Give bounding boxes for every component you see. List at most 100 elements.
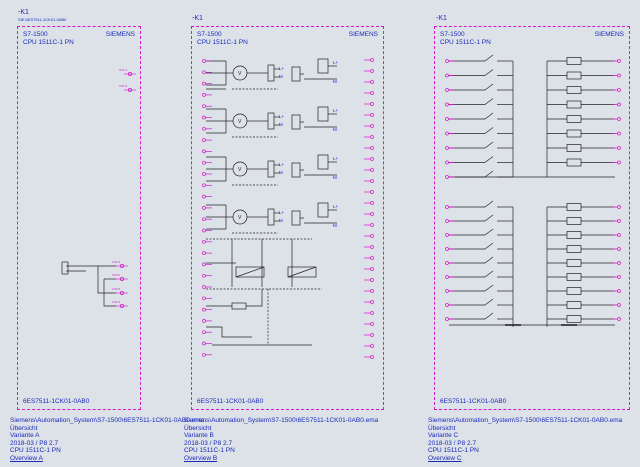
caption-date: 2018-03 / P8 2.7 bbox=[428, 439, 477, 447]
device-frame[interactable]: S7-1500 CPU 1511C-1 PN SIEMENS bbox=[191, 26, 384, 410]
terminal-point bbox=[370, 311, 374, 315]
terminal-point bbox=[617, 59, 621, 63]
svg-text:M: M bbox=[279, 122, 283, 127]
terminal-point bbox=[202, 104, 206, 109]
svg-text:M: M bbox=[279, 74, 283, 79]
terminal-point bbox=[202, 285, 206, 289]
terminal-point bbox=[617, 219, 621, 223]
caption-path: Siemens\Automation_System\S7-1500\6ES751… bbox=[10, 417, 205, 424]
svg-text:XX2:1: XX2:1 bbox=[112, 260, 121, 264]
terminal-point bbox=[202, 228, 206, 233]
caption-date: 2018-03 / P8 2.7 bbox=[184, 439, 233, 447]
terminal-point bbox=[202, 273, 206, 278]
output-resistor bbox=[566, 231, 582, 239]
terminal-point bbox=[202, 70, 206, 75]
manufacturer-label: SIEMENS bbox=[105, 31, 135, 38]
output-resistor bbox=[566, 245, 582, 253]
caption-date: 2018-03 / P8 2.7 bbox=[10, 439, 59, 447]
terminal-point bbox=[370, 113, 374, 117]
terminal-point bbox=[202, 93, 206, 97]
device-frame[interactable]: S7-1500 CPU 1511C-1 PN SIEMENS 6ES7511-1… bbox=[434, 26, 630, 410]
output-resistor bbox=[566, 115, 582, 123]
terminal-point bbox=[370, 190, 374, 194]
terminal-point bbox=[370, 80, 374, 84]
terminal-point bbox=[202, 59, 206, 63]
device-series-label: S7-1500 bbox=[440, 31, 465, 38]
wiring-schematic-c bbox=[445, 54, 621, 327]
svg-text:XX1:2: XX1:2 bbox=[119, 84, 128, 88]
terminal-point bbox=[202, 352, 206, 357]
caption-title: Übersicht bbox=[10, 424, 38, 432]
terminal-point bbox=[202, 330, 206, 335]
output-resistor bbox=[566, 315, 582, 323]
terminal-point bbox=[370, 333, 374, 337]
terminal-point bbox=[202, 217, 206, 222]
svg-text:L+: L+ bbox=[333, 156, 339, 161]
terminal-point bbox=[617, 247, 621, 251]
drawing-caption: Siemens\Automation_System\S7-1500\6ES751… bbox=[10, 417, 204, 463]
switch-contact bbox=[484, 256, 494, 264]
terminal-point bbox=[617, 131, 621, 136]
output-resistor bbox=[566, 57, 582, 65]
terminal-point bbox=[370, 355, 374, 359]
terminal-point bbox=[445, 73, 449, 78]
svg-text:L+: L+ bbox=[333, 60, 339, 65]
caption-cpu: CPU 1511C-1 PN bbox=[184, 447, 235, 455]
switch-contact bbox=[484, 83, 494, 91]
device-frame[interactable]: S7-1500 CPU 1511C-1 PN SIEMENS bbox=[17, 26, 141, 410]
drawing-caption: Siemens\Automation_System\S7-1500\6ES751… bbox=[184, 417, 378, 463]
terminal-point bbox=[445, 205, 449, 209]
terminal-point bbox=[445, 102, 449, 107]
terminal-point bbox=[445, 261, 449, 265]
switch-contact bbox=[484, 214, 494, 222]
terminal-point bbox=[370, 69, 374, 73]
switch-contact bbox=[484, 69, 494, 76]
svg-text:M: M bbox=[279, 170, 283, 175]
output-resistor bbox=[566, 217, 582, 225]
terminal-point bbox=[370, 223, 374, 227]
output-resistor bbox=[566, 144, 582, 152]
terminal-point bbox=[370, 245, 374, 249]
manufacturer-label: SIEMENS bbox=[594, 31, 624, 38]
terminal-point bbox=[445, 117, 449, 121]
caption-title: Übersicht bbox=[184, 424, 212, 432]
terminal-point bbox=[445, 289, 449, 293]
svg-text:L+: L+ bbox=[279, 210, 285, 215]
terminal-point bbox=[445, 275, 449, 279]
terminal-point bbox=[370, 278, 374, 282]
terminal-point bbox=[370, 135, 374, 139]
caption-overview-link[interactable]: Overview A bbox=[10, 454, 43, 462]
caption-path: Siemens\Automation_System\S7-1500\6ES751… bbox=[184, 417, 379, 424]
svg-text:L+: L+ bbox=[333, 108, 339, 113]
switch-contact bbox=[484, 127, 494, 134]
terminal-point bbox=[202, 149, 206, 154]
manufacturer-label: SIEMENS bbox=[348, 31, 378, 38]
terminal-point bbox=[202, 251, 206, 255]
svg-text:V: V bbox=[238, 71, 242, 77]
switch-contact bbox=[484, 112, 494, 120]
svg-text:V: V bbox=[238, 215, 242, 221]
caption-title: Übersicht bbox=[428, 424, 456, 432]
svg-text:L+: L+ bbox=[279, 114, 285, 119]
terminal-point bbox=[370, 212, 374, 216]
terminal-point bbox=[202, 341, 206, 346]
terminal-point bbox=[617, 73, 621, 78]
switch-contact bbox=[484, 170, 494, 178]
terminal-point bbox=[370, 58, 374, 62]
terminal-point bbox=[202, 262, 206, 267]
svg-text:V: V bbox=[238, 119, 242, 125]
device-refdes: -K1 bbox=[436, 15, 447, 22]
output-resistor bbox=[566, 129, 582, 138]
switch-contact bbox=[484, 284, 494, 292]
part-number-label: 6ES7511-1CK01-0AB0 bbox=[197, 398, 264, 405]
terminal-point bbox=[370, 146, 374, 150]
switch-contact bbox=[484, 242, 494, 250]
caption-overview-link[interactable]: Overview C bbox=[428, 454, 462, 462]
device-order-number: SIE.6ES7511-1CK01-0AB0 bbox=[18, 17, 67, 22]
device-model-label: CPU 1511C-1 PN bbox=[23, 39, 74, 46]
switch-contact bbox=[484, 312, 494, 320]
caption-overview-link[interactable]: Overview B bbox=[184, 454, 218, 462]
terminal-point bbox=[445, 303, 449, 307]
part-number-label: 6ES7511-1CK01-0AB0 bbox=[23, 398, 90, 405]
